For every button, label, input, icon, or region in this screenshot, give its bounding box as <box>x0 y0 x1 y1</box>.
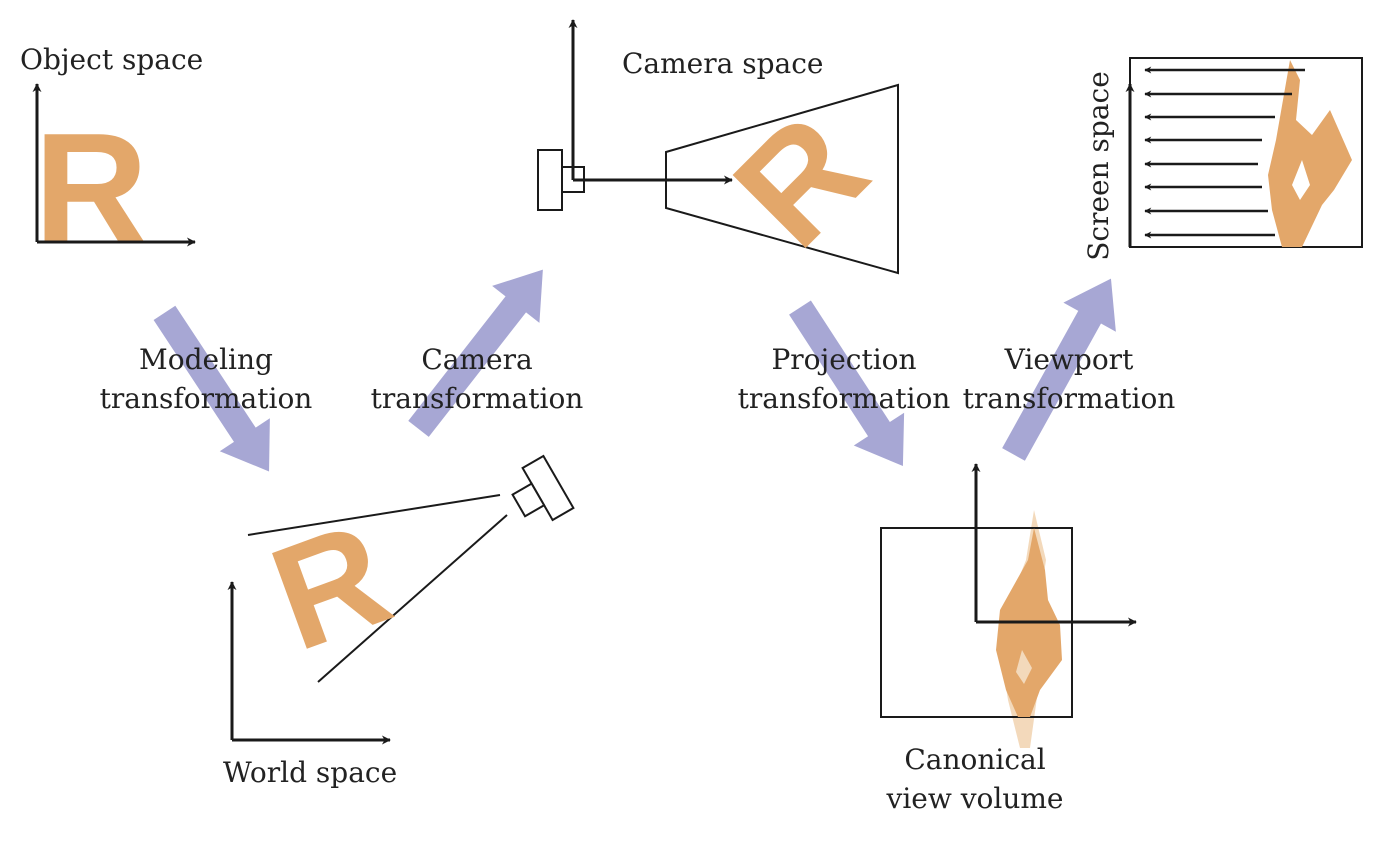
screen-space-panel <box>1125 57 1363 248</box>
world-space-label: World space <box>223 756 398 789</box>
canonical-view-volume-label-line1: Canonical <box>904 743 1046 776</box>
camera-frustum <box>665 83 899 275</box>
projection-transformation-arrow <box>789 300 905 467</box>
object-space-label: Object space <box>20 43 204 76</box>
canonical-view-volume-label-line2: view volume <box>886 782 1064 815</box>
view-ray-bottom <box>317 514 508 683</box>
object-letter-r-icon: R <box>34 101 148 277</box>
view-ray-top <box>247 494 501 536</box>
canonical-view-volume-panel <box>880 463 1137 748</box>
screen-space-label: Screen space <box>1082 71 1115 261</box>
world-letter-r-icon: R <box>252 491 409 683</box>
object-space-panel: R <box>32 83 196 277</box>
viewport-transformation-arrow <box>1002 278 1116 461</box>
projection-transformation-label-line1: Projection <box>771 343 917 376</box>
world-camera-icon <box>511 454 575 522</box>
viewport-transformation-label-line2: transformation <box>962 382 1176 415</box>
viewport-transformation-label-line1: Viewport <box>1004 343 1134 376</box>
screen-letter-icon <box>1268 60 1352 247</box>
camera-transformation-label-line1: Camera <box>421 343 533 376</box>
scanline-arrows <box>1144 66 1305 239</box>
camera-space-label: Camera space <box>622 47 824 80</box>
modeling-transformation-label-line2: transformation <box>99 382 313 415</box>
camera-transformation-label-line2: transformation <box>370 382 584 415</box>
modeling-transformation-label-line1: Modeling <box>139 343 273 376</box>
world-space-panel: R <box>227 454 575 745</box>
modeling-transformation-arrow <box>153 305 270 472</box>
camera-transformation-arrow <box>408 269 543 437</box>
projection-transformation-label-line2: transformation <box>737 382 951 415</box>
